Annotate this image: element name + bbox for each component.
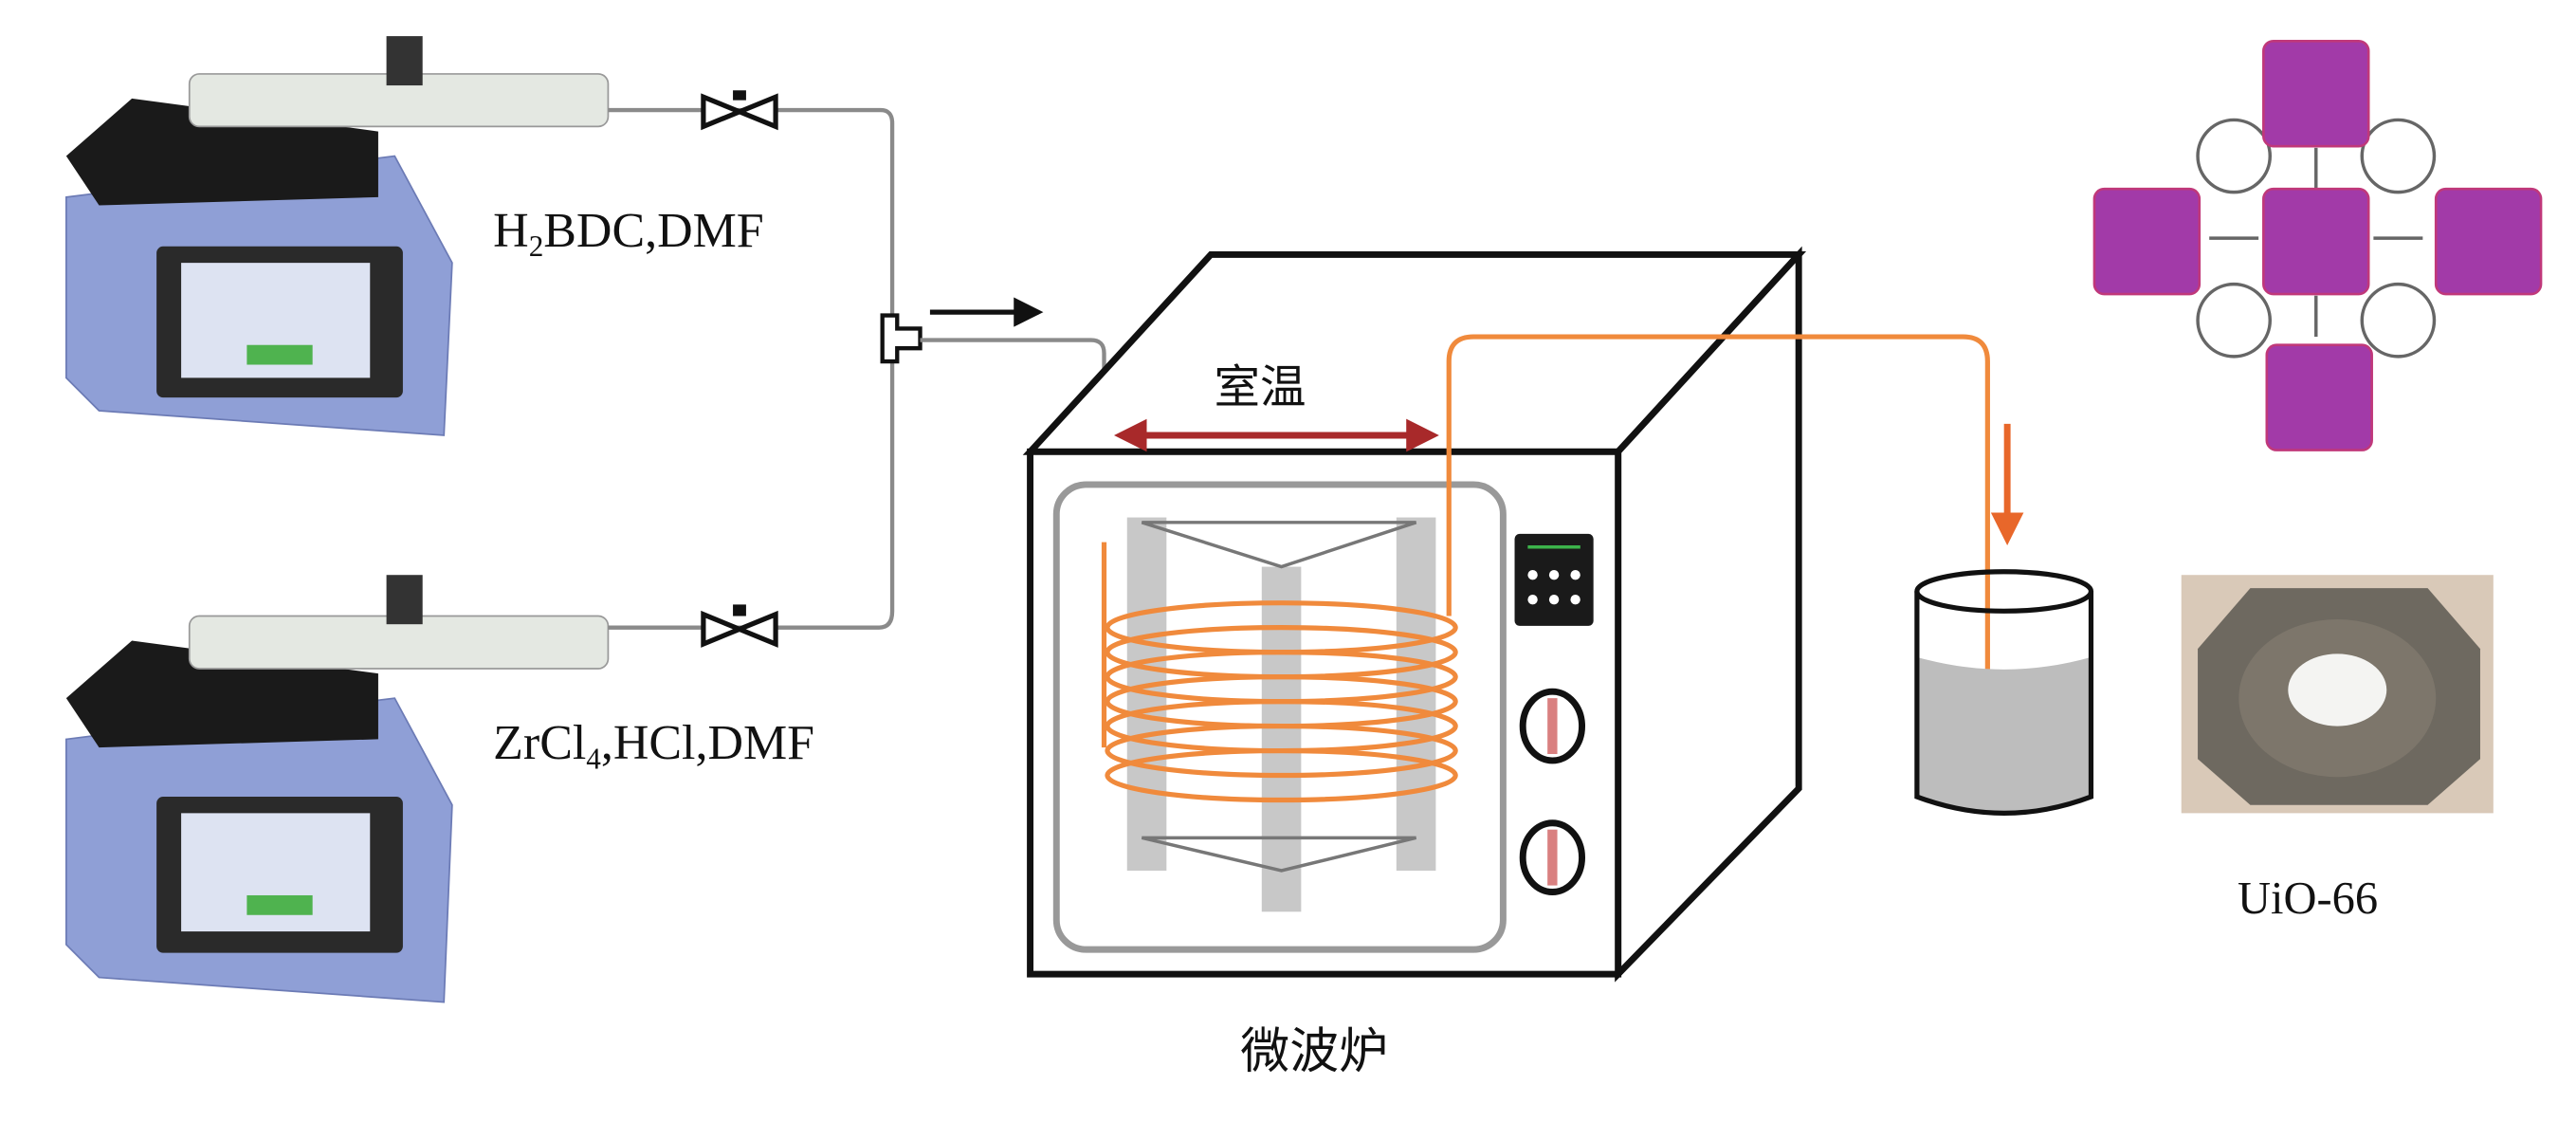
- uio66-crystal-structure: [2092, 40, 2543, 451]
- valve-icon: [701, 604, 778, 648]
- control-panel: [1514, 533, 1594, 626]
- pump2-reagent-label: ZrCl4,HCl,DMF: [493, 716, 814, 775]
- uio66-product-photo: [2181, 575, 2494, 814]
- valve-icon: [701, 90, 778, 131]
- knob-icon: [1519, 819, 1586, 895]
- reactor-coil: [1101, 334, 1990, 803]
- syringe-pump-2: [64, 575, 610, 1003]
- product-label: UiO-66: [2238, 874, 2378, 924]
- microwave-oven: [1022, 246, 1807, 983]
- collection-beaker: [1914, 569, 2094, 816]
- pump1-reagent-label: H2BDC,DMF: [493, 204, 764, 263]
- room-temp-label: 室温: [1215, 362, 1306, 413]
- microwave-label: 微波炉: [1240, 1025, 1388, 1079]
- syringe-pump-1: [64, 36, 610, 436]
- feed-tubing: [608, 107, 895, 630]
- knob-icon: [1519, 688, 1586, 764]
- inlet-tubing: [920, 338, 1106, 543]
- t-junction-icon: [880, 313, 923, 364]
